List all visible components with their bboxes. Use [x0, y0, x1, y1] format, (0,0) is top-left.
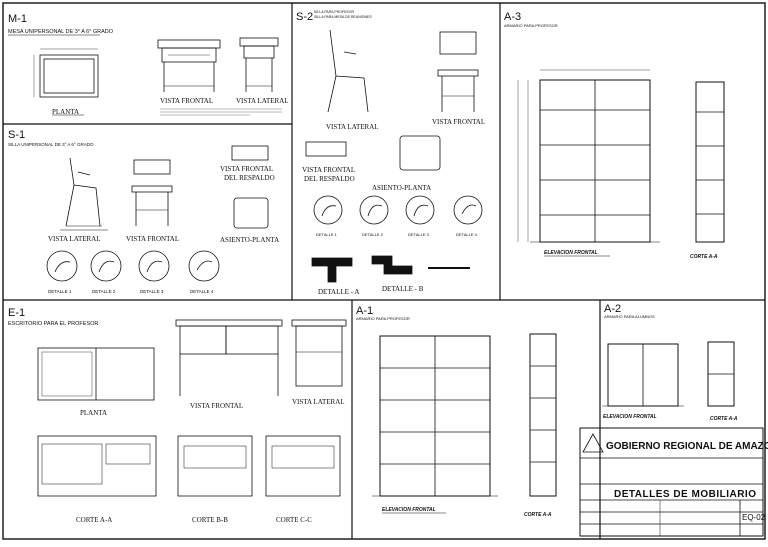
s1-respaldo-label-2: DEL RESPALDO	[224, 174, 275, 182]
s2-title-1: SILLA PARA PROFESOR	[314, 10, 354, 14]
s2-detalle-a-label: DETALLE - A	[318, 288, 359, 296]
panel-s2: S-2 SILLA PARA PROFESOR SILLA PARA MESA …	[296, 10, 485, 296]
m1-planta-label: PLANTA	[52, 108, 79, 116]
title-block-org: GOBIERNO REGIONAL DE AMAZONAS	[606, 441, 768, 452]
a3-corte-label: CORTE A-A	[690, 254, 718, 260]
s2-detalle-3: DETALLE 3	[408, 232, 430, 237]
e1-vista-frontal-label: VISTA FRONTAL	[190, 402, 243, 410]
e1-code: E-1	[8, 307, 25, 319]
e1-title: ESCRITORIO PARA EL PROFESOR	[8, 321, 98, 327]
e1-corte-cc-label: CORTE C-C	[276, 516, 312, 524]
s2-detalle-1: DETALLE 1	[316, 232, 338, 237]
s1-detalle-4: DETALLE 4	[190, 289, 214, 294]
s1-detalle-2: DETALLE 2	[92, 289, 116, 294]
sheet-border	[2, 2, 766, 540]
m1-title: MESA UNIPERSONAL DE 3° A 6° GRADO	[8, 29, 114, 35]
a2-corte-label: CORTE A-A	[710, 416, 738, 422]
s2-detalle-4: DETALLE 4	[456, 232, 478, 237]
panel-m1: M-1 MESA UNIPERSONAL DE 3° A 6° GRADO PL…	[8, 13, 289, 116]
panel-a3: A-3 ARMARIO PARA PROFESOR ELEVACION FRON…	[504, 11, 725, 260]
panel-e1: E-1 ESCRITORIO PARA EL PROFESOR PLANTA V…	[8, 307, 347, 524]
s1-asiento-planta-label: ASIENTO-PLANTA	[220, 236, 279, 244]
s2-vista-frontal-label: VISTA FRONTAL	[432, 118, 485, 126]
panel-a1: A-1 ARMARIO PARA PROFESOR ELEVACION FRON…	[356, 305, 557, 518]
m1-vista-lateral-label: VISTA LATERAL	[236, 97, 289, 105]
panel-s1: S-1 SILLA UNIPERSONAL DE 3° A 6° GRADO V…	[8, 129, 279, 294]
e1-corte-aa-label: CORTE A-A	[76, 516, 112, 524]
a2-elevacion-label: ELEVACION FRONTAL	[603, 414, 657, 420]
s2-code: S-2	[296, 11, 313, 23]
a3-code: A-3	[504, 11, 521, 23]
title-block: GOBIERNO REGIONAL DE AMAZONAS DETALLES D…	[579, 427, 768, 537]
s1-title: SILLA UNIPERSONAL DE 3° A 6° GRADO	[8, 142, 94, 147]
s2-asiento-planta-label: ASIENTO-PLANTA	[372, 184, 431, 192]
s1-code: S-1	[8, 129, 25, 141]
a3-elevacion-label: ELEVACION FRONTAL	[544, 250, 598, 256]
s2-detalle-b-label: DETALLE - B	[382, 285, 424, 293]
seal-icon	[582, 433, 604, 453]
s1-vista-frontal-label: VISTA FRONTAL	[126, 235, 179, 243]
panel-a2: A-2 ARMARIO PARA ALUMNOS ELEVACION FRONT…	[602, 303, 738, 422]
e1-corte-bb-label: CORTE B-B	[192, 516, 228, 524]
s1-detalle-1: DETALLE 1	[48, 289, 72, 294]
m1-code: M-1	[8, 13, 27, 25]
s1-respaldo-label-1: VISTA FRONTAL	[220, 165, 273, 173]
a1-corte-label: CORTE A-A	[524, 512, 552, 518]
a1-elevacion-label: ELEVACION FRONTAL	[382, 507, 436, 513]
s2-detalle-2: DETALLE 2	[362, 232, 384, 237]
s1-vista-lateral-label: VISTA LATERAL	[48, 235, 101, 243]
s2-vista-lateral-label: VISTA LATERAL	[326, 123, 379, 131]
s2-respaldo-label-2: DEL RESPALDO	[304, 175, 355, 183]
e1-planta-label: PLANTA	[80, 409, 107, 417]
a3-title: ARMARIO PARA PROFESOR	[504, 23, 558, 28]
a1-title: ARMARIO PARA PROFESOR	[356, 316, 410, 321]
s2-respaldo-label-1: VISTA FRONTAL	[302, 166, 355, 174]
s1-detalle-3: DETALLE 3	[140, 289, 164, 294]
m1-vista-frontal-label: VISTA FRONTAL	[160, 97, 213, 105]
title-block-sheet-title: DETALLES DE MOBILIARIO	[614, 489, 756, 500]
title-block-sheet-number: EQ-02	[742, 513, 766, 522]
e1-vista-lateral-label: VISTA LATERAL	[292, 398, 345, 406]
a2-code: A-2	[604, 303, 621, 315]
s2-title-2: SILLA PARA MESA DE REUNIONES	[314, 15, 372, 19]
a2-title: ARMARIO PARA ALUMNOS	[604, 314, 655, 319]
a1-code: A-1	[356, 305, 373, 317]
